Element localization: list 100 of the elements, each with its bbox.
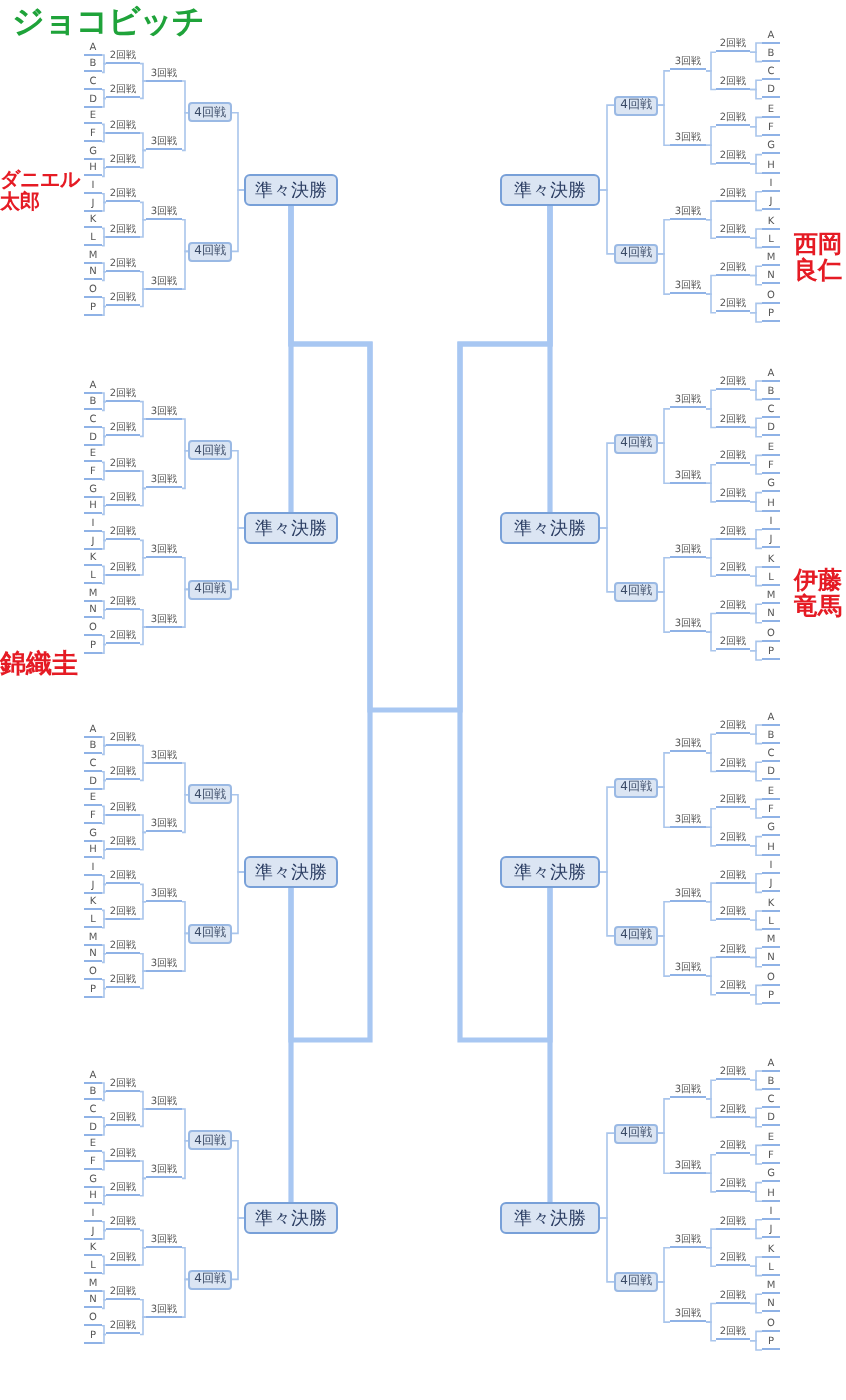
bracket-line [749,761,763,773]
bracket-line [705,144,717,165]
bracket-line [181,793,189,834]
bracket-line [749,42,763,54]
bracket-line [749,417,763,429]
bracket-line [705,51,717,72]
bracket-line [139,1298,147,1318]
bracket-line [139,1177,147,1197]
bracket-line [139,539,147,559]
bracket-line [657,1132,671,1175]
bracket-line [101,461,107,472]
bracket-line [231,871,245,935]
bracket-line [749,265,763,277]
bracket-line [657,786,671,829]
bracket-line [101,1298,107,1310]
bracket-line [101,305,107,316]
player-name: 錦織圭 [0,652,80,680]
bracket-line [705,975,717,996]
bracket-line [749,1116,763,1128]
bracket-line [705,556,717,578]
bracket-line [139,900,147,920]
bracket-line [599,189,615,255]
bracket-line [657,1246,671,1283]
bracket-line [139,149,147,169]
bracket-line [749,274,763,286]
bracket-line [705,389,717,410]
bracket-line [657,218,671,255]
bracket-line [749,575,763,587]
bracket-line [101,814,107,825]
bracket-line [705,463,717,485]
bracket-line [231,189,245,253]
bracket-line [101,132,107,143]
bracket-line [705,733,717,754]
bracket-line [139,270,147,290]
bracket-line [139,1246,147,1266]
match-box: 準々決勝 [500,856,600,888]
bracket-line [749,807,763,819]
bracket-line [657,253,671,295]
bracket-line [705,1321,717,1342]
bracket-line [749,612,763,624]
bracket-line [139,80,147,100]
bracket-line [101,54,107,65]
bracket-line [181,1139,189,1180]
bracket-line [749,1293,763,1305]
bracket-line [181,900,189,935]
bracket-line [101,1229,107,1240]
bracket-line [749,380,763,392]
bracket-line [749,1219,763,1230]
bracket-line [657,935,671,977]
bracket-line [139,1160,147,1180]
bracket-line [749,1153,763,1165]
bracket-line [705,538,717,559]
bracket-line [101,874,107,886]
bracket-line [705,1098,717,1119]
bracket-line [101,539,107,550]
bracket-line [101,496,107,507]
bracket-line [705,1246,717,1268]
bracket-line [231,1217,245,1281]
bracket-line [749,919,763,931]
bracket-line [231,793,245,873]
bracket-line [749,1265,763,1277]
match-box: 準々決勝 [244,1202,338,1234]
bracket-line [749,649,763,661]
bracket-line [749,1302,763,1314]
bracket-line [101,1255,107,1266]
bracket-line [181,1108,189,1142]
bracket-line [101,1116,107,1128]
bracket-line [749,566,763,578]
bracket-line [749,463,763,475]
bracket-line [181,449,189,490]
bracket-line [749,153,763,165]
bracket-line [181,556,189,591]
bracket-line [101,62,107,74]
bracket-line [599,527,615,593]
bracket-line [139,608,147,628]
bracket-line [749,845,763,856]
bracket-line [657,1098,671,1134]
match-box: 準々決勝 [500,1202,600,1234]
bracket-line [749,1181,763,1193]
bracket-line [749,984,763,996]
bracket-line [705,631,717,652]
bracket-line [749,538,763,550]
bracket-line [101,400,107,412]
bracket-line [101,158,107,169]
bracket-line [749,798,763,810]
bracket-line [139,762,147,782]
bracket-line [749,1228,763,1240]
bracket-line [101,1290,107,1301]
bracket-line [139,418,147,438]
bracket-line [749,1079,763,1091]
bracket-line [139,952,147,972]
bracket-line [749,835,763,847]
bracket-line [705,612,717,633]
bracket-line [139,132,147,152]
bracket-line [101,565,107,576]
bracket-line [231,1139,245,1219]
bracket-line [705,125,717,147]
bracket-line [101,600,107,611]
bracket-line [181,588,189,628]
bracket-line [101,392,107,403]
